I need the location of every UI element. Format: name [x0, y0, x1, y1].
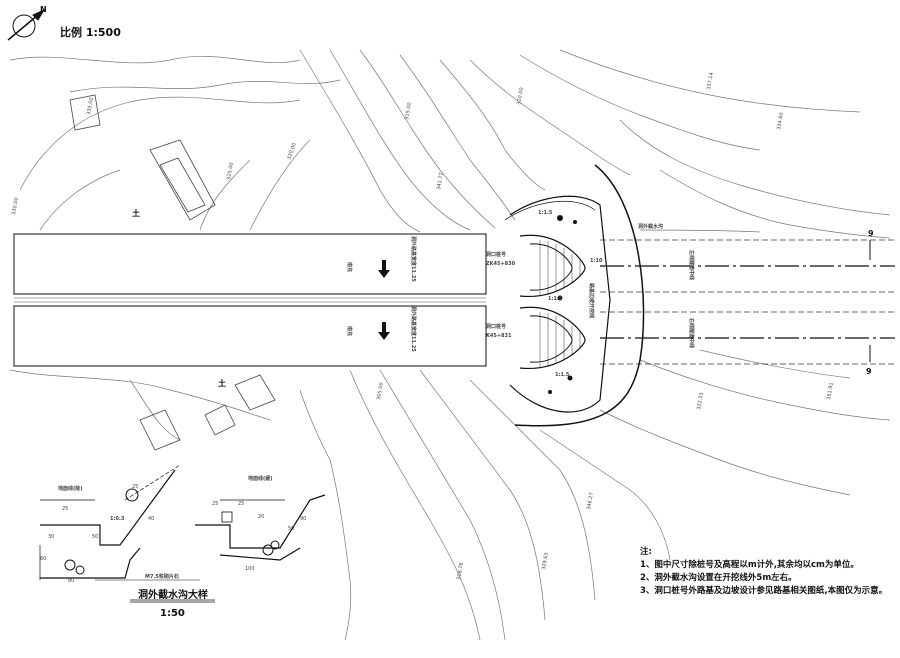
direction-arrow-icon [378, 260, 390, 340]
excavation-line-label: 路基边坡开挖线 [588, 283, 595, 318]
dimension: 25 [212, 501, 218, 507]
contour-label: 346.27 [586, 492, 595, 510]
detail-title: 洞外截水沟大样 [138, 588, 208, 601]
contour-label: 325.00 [226, 162, 235, 180]
contour-label: 320.00 [286, 142, 298, 160]
contour-label: 318.76 [456, 562, 465, 580]
soil-mark-top: 土 [132, 208, 140, 218]
dimension: 30 [48, 534, 54, 540]
contour-label: 334.60 [776, 112, 785, 130]
portal-station-left: ZK45+830 [486, 261, 516, 267]
dimension: 40 [148, 516, 154, 522]
contour-label: 337.14 [706, 72, 715, 90]
interception-ditch-label: 洞外截水沟 [638, 223, 663, 230]
dimension: 50 [288, 526, 294, 532]
dimension: 90 [300, 516, 306, 522]
detail-material: M7.5浆砌片石 [145, 573, 179, 580]
survey-marker-icon [548, 215, 577, 394]
note-item: 1、图中尺寸除桩号及高程以m计外,其余均以cm为单位。 [640, 560, 859, 570]
dimension: 50 [92, 534, 98, 540]
section-mark-top: 9 [868, 229, 874, 238]
portal-label-right: 洞口桩号 [486, 323, 506, 330]
drawing-scale: 比例 1:500 [60, 26, 121, 39]
dimension: 100 [245, 566, 255, 572]
direction-label-right: 南充 [346, 326, 353, 336]
contour-labels: 335.00 330.00 325.00 320.00 315.00 310.0… [11, 72, 835, 580]
roadbed-width-right: 洞外路基宽度11.25 [410, 306, 417, 352]
slope-ratio-side: 1:10 [590, 258, 603, 264]
north-arrow-icon [7, 8, 46, 41]
north-label: N [40, 5, 47, 14]
tunnel-portal-right [519, 306, 586, 369]
roadway [13, 233, 487, 367]
detail-dimensions: 25 25 25 25 30 50 50 60 80 100 40 20 90 [40, 484, 306, 584]
soil-mark-bottom: 土 [218, 378, 226, 388]
contour-label: 322.33 [696, 392, 705, 410]
terrain-contours [9, 49, 891, 641]
ditch-detail [39, 464, 326, 603]
contour-label: 335.00 [86, 97, 95, 115]
left-centerline-label: 左线隧道中线 [688, 249, 695, 280]
dimension: 80 [68, 578, 74, 584]
tunnel-portal-left [519, 234, 586, 297]
slope-ratio-top: 1:1.5 [538, 210, 553, 216]
contour-label: 330.00 [11, 197, 20, 215]
tunnel-centerlines [600, 265, 895, 339]
section-mark-bottom: 9 [866, 367, 872, 376]
ground-line-steep: 地面线(陡) [58, 485, 83, 492]
portal-excavation [504, 164, 645, 427]
note-item: 3、洞口桩号外路基及边坡设计参见路基相关图纸,本图仅为示意。 [640, 586, 888, 596]
notes-heading: 注: [640, 547, 652, 557]
contour-label: 305.00 [376, 382, 385, 400]
contour-label: 341.77 [436, 172, 445, 190]
contour-label: 351.91 [826, 382, 835, 400]
building-parcels [69, 94, 276, 451]
dimension: 25 [132, 484, 138, 490]
direction-label-left: 南充 [346, 262, 353, 272]
contour-label: 315.00 [404, 102, 413, 120]
roadbed-width-left: 洞外路基宽度11.25 [410, 236, 417, 282]
slope-ratio-mid: 1:1.5 [548, 296, 563, 302]
ground-line-gentle: 地面线(缓) [248, 475, 273, 482]
dimension: 20 [258, 514, 264, 520]
detail-scale: 1:50 [160, 608, 185, 619]
slope-ratio-bottom: 1:1.5 [555, 372, 570, 378]
tunnel-outlines [600, 239, 895, 365]
notes-block: 注: 1、图中尺寸除桩号及高程以m计外,其余均以cm为单位。 2、洞外截水沟设置… [640, 546, 895, 598]
contour-label: 310.00 [516, 87, 525, 105]
portal-station-right: K45+831 [486, 333, 512, 339]
portal-label-left: 洞口桩号 [486, 251, 506, 258]
dimension: 25 [62, 506, 68, 512]
contour-label: 329.63 [541, 552, 550, 570]
detail-slope-ratio: 1:0.3 [110, 516, 125, 522]
dimension: 25 [238, 501, 244, 507]
dimension: 60 [40, 556, 46, 562]
right-centerline-label: 右线隧道中线 [688, 317, 695, 348]
note-item: 2、洞外截水沟设置在开挖线外5m左右。 [640, 573, 797, 583]
